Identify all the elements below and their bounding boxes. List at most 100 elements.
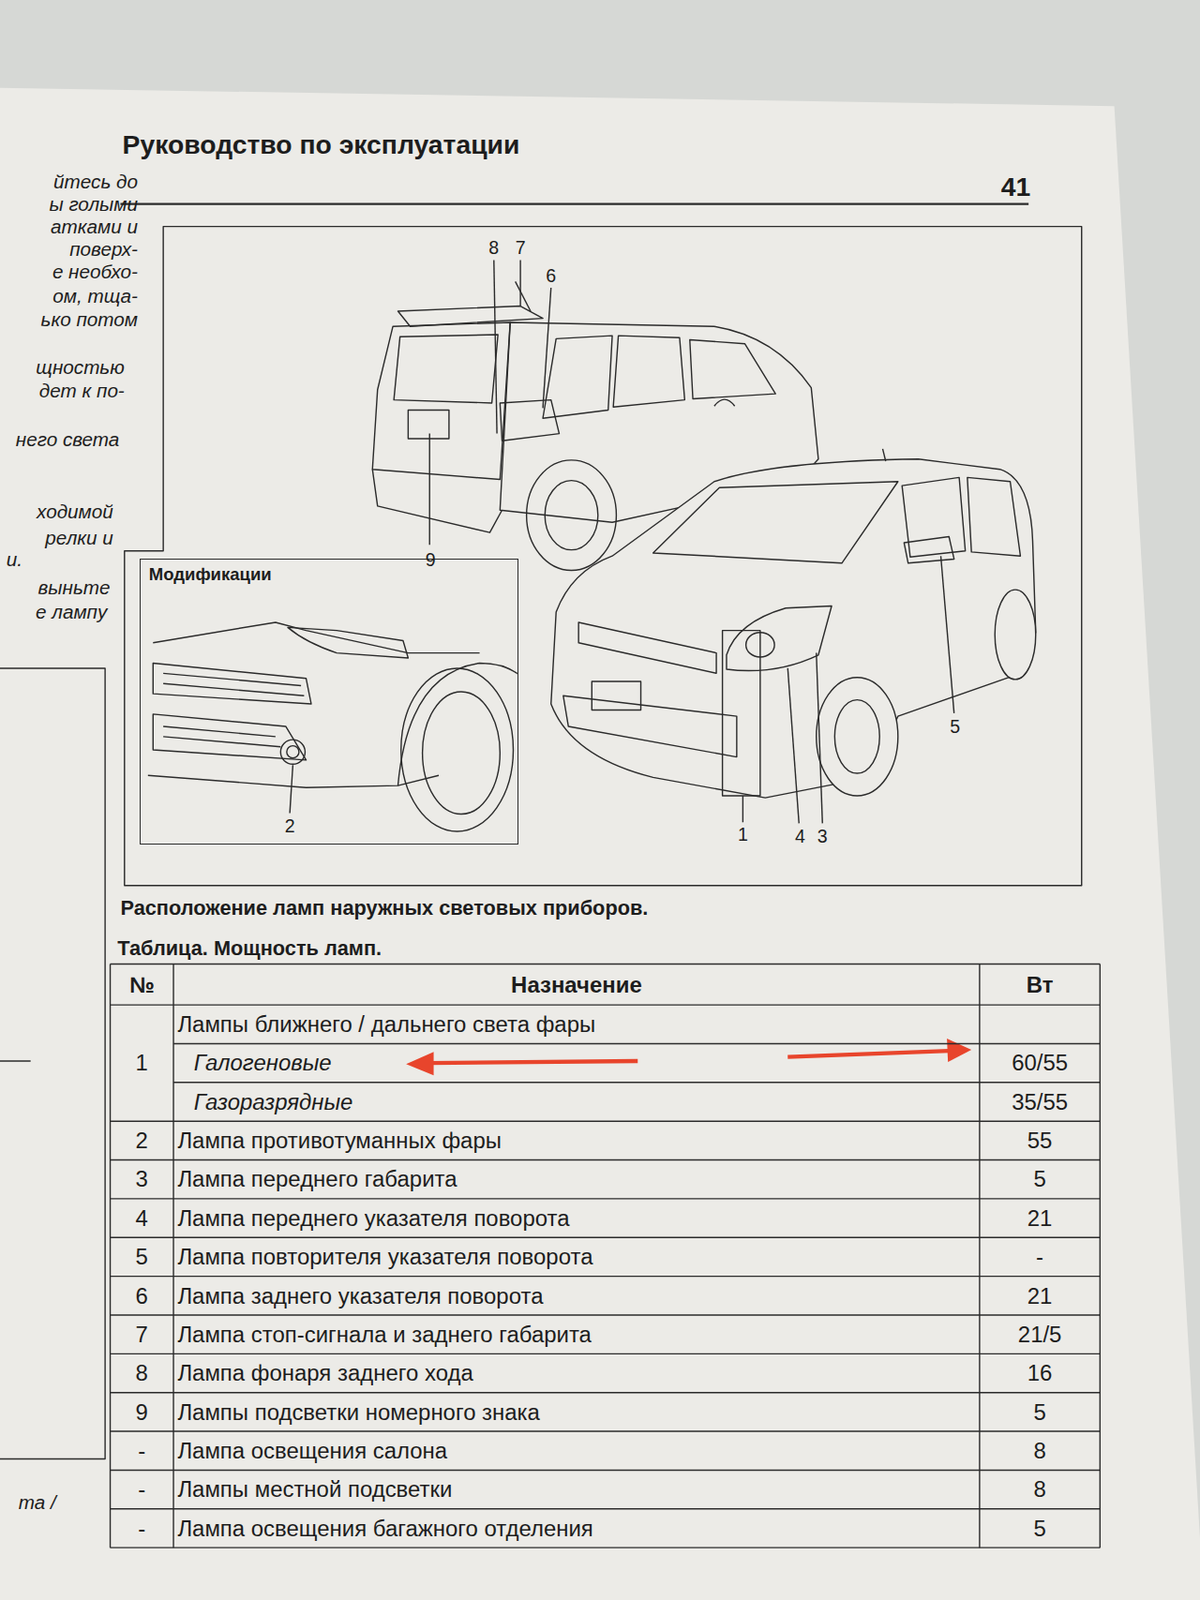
- table-header: Вт: [983, 965, 1096, 1005]
- table-cell: Галогеновые: [177, 1045, 975, 1082]
- margin-text: та /: [0, 1490, 57, 1515]
- table-cell: -: [114, 1510, 170, 1547]
- margin-text: него света: [0, 427, 120, 452]
- margin-text: выньте: [0, 575, 110, 600]
- table-rule: [110, 1198, 1101, 1200]
- table-rule: [173, 1081, 1100, 1083]
- callout-number: 9: [420, 547, 441, 572]
- callout-number: 2: [279, 814, 300, 840]
- figure-frame: [124, 226, 1082, 886]
- table-cell: 2: [114, 1122, 170, 1159]
- table-cell: 5: [983, 1510, 1096, 1547]
- table-cell: -: [114, 1432, 170, 1470]
- table-title: Таблица. Мощность ламп.: [117, 934, 525, 961]
- table-cell: Лампа повторителя указателя поворота: [177, 1238, 975, 1275]
- table-cell: 5: [114, 1238, 170, 1275]
- table-cell: Лампа стоп-сигнала и заднего габарита: [177, 1316, 975, 1353]
- table-rule: [110, 1314, 1101, 1316]
- margin-text: и.: [0, 546, 23, 571]
- margin-text: ы голыми: [0, 192, 138, 217]
- table-cell: Лампа заднего указателя поворота: [177, 1277, 975, 1315]
- page-header: Руководство по эксплуатации: [122, 127, 695, 163]
- callout-number: 6: [540, 263, 562, 288]
- callout-number: 8: [483, 235, 505, 260]
- margin-text: дет к по-: [0, 378, 125, 404]
- paper-sheet: [0, 88, 1200, 1600]
- table-cell: Лампа переднего габарита: [177, 1161, 975, 1199]
- table-rule: [978, 964, 980, 1549]
- table-rule: [173, 1043, 1100, 1045]
- table-cell: 21/5: [983, 1316, 1096, 1353]
- table-cell: Лампа фонаря заднего хода: [177, 1354, 975, 1392]
- margin-text: ходимой: [0, 499, 114, 525]
- inset-drawing: [148, 622, 518, 832]
- table-rule: [110, 1159, 1101, 1161]
- table-cell: -: [983, 1238, 1096, 1275]
- table-rule: [110, 1120, 1101, 1122]
- table-cell: 8: [983, 1471, 1096, 1509]
- table-cell: 4: [114, 1200, 170, 1237]
- margin-text: щностью: [0, 355, 125, 380]
- inset-box: Модификации: [139, 558, 519, 845]
- table-rule: [109, 964, 111, 1549]
- figure-caption: Расположение ламп наружных световых приб…: [120, 893, 896, 922]
- table-cell: Газоразрядные: [177, 1083, 975, 1121]
- margin-text: релки и: [0, 525, 114, 551]
- margin-text: ько потом: [0, 307, 138, 332]
- table-cell: 8: [114, 1354, 170, 1392]
- table-cell: 6: [114, 1277, 170, 1315]
- table-rule: [110, 1430, 1101, 1432]
- table-rule: [110, 1470, 1101, 1471]
- margin-text: поверх-: [0, 237, 138, 262]
- table-cell: Лампа противотуманных фары: [177, 1122, 975, 1159]
- table-cell: 60/55: [983, 1045, 1096, 1082]
- table-cell: Лампы ближнего / дальнего света фары: [177, 1005, 975, 1043]
- leader-lines: [289, 260, 955, 825]
- table-grid: [110, 964, 1101, 1549]
- table-cell: Лампа освещения салона: [177, 1432, 975, 1470]
- table-rule: [110, 1353, 1101, 1355]
- table-cell: Лампа освещения багажного отделения: [177, 1510, 975, 1547]
- table-cell: Лампа переднего указателя поворота: [177, 1200, 975, 1237]
- table-rule: [172, 964, 174, 1549]
- margin-text: е необхо-: [0, 258, 138, 284]
- table-rule: [110, 1275, 1101, 1277]
- table-cell: 7: [114, 1316, 170, 1353]
- header-rule: [120, 203, 1029, 206]
- margin-box: [0, 668, 105, 1460]
- callout-number: 5: [945, 714, 966, 739]
- table-rule: [110, 1004, 1101, 1005]
- inset-title: Модификации: [140, 559, 518, 589]
- table-cell: 5: [983, 1394, 1096, 1431]
- table-cell: 1: [114, 1005, 170, 1121]
- table-cell: -: [114, 1471, 170, 1509]
- callout-number: 3: [811, 824, 833, 849]
- table-cell: 16: [983, 1354, 1096, 1392]
- margin-text: ом, тща-: [0, 284, 138, 309]
- table-cell: 21: [983, 1200, 1096, 1237]
- table-cell: 21: [983, 1277, 1096, 1315]
- table-cell: 8: [983, 1432, 1096, 1470]
- margin-text: атками и: [0, 214, 138, 240]
- table-rule: [110, 1237, 1101, 1239]
- callout-number: 7: [510, 235, 531, 260]
- table-header: №: [114, 965, 170, 1005]
- table-cell: 5: [983, 1161, 1096, 1199]
- margin-rule: [0, 1060, 31, 1062]
- table-cell: 55: [983, 1122, 1096, 1159]
- page-number: 41: [969, 171, 1031, 203]
- margin-text: е лампу: [0, 600, 107, 625]
- table-cell: 9: [114, 1394, 170, 1431]
- table-rule: [110, 963, 1101, 965]
- table-cell: 3: [114, 1161, 170, 1199]
- table-rule: [110, 1508, 1101, 1510]
- table-cell: Лампы подсветки номерного знака: [177, 1394, 975, 1431]
- table-cell: Лампы местной подсветки: [177, 1471, 975, 1509]
- callout-number: 4: [789, 824, 810, 849]
- table-rule: [1099, 964, 1101, 1549]
- table-rule: [110, 1546, 1101, 1548]
- table-rule: [110, 1392, 1101, 1394]
- callout-number: 1: [732, 822, 753, 847]
- margin-text: йтесь до: [0, 169, 138, 195]
